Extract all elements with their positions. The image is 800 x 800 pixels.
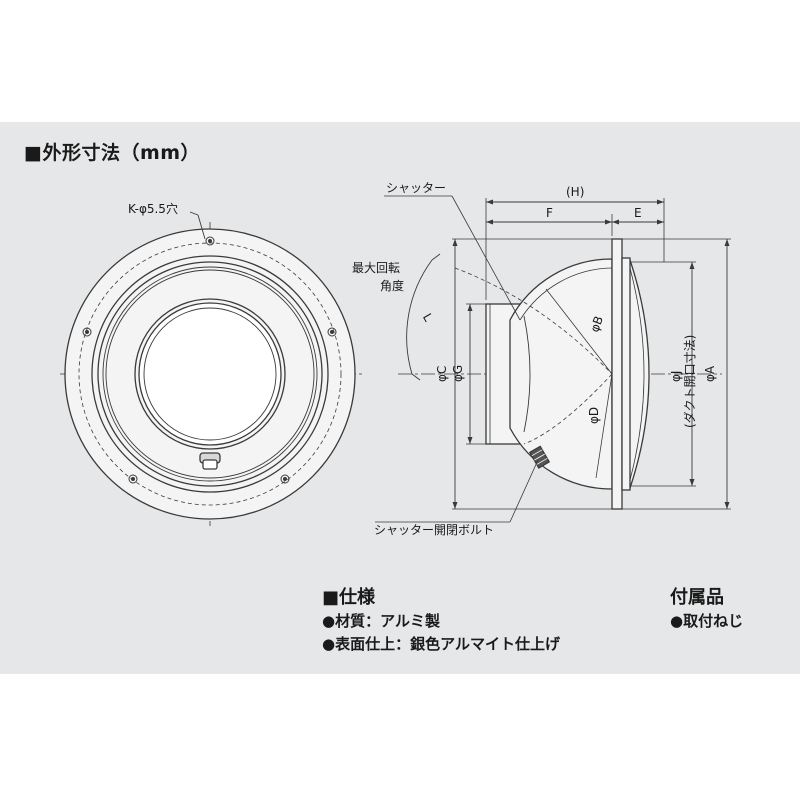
dim-l-label: L [420,311,436,324]
dim-c-label: φC [435,366,449,382]
accessories-title: 付属品 [670,587,724,608]
screw-holes [82,236,337,484]
max-angle-label: 最大回転 [352,261,400,275]
dimension-arrows [452,199,730,509]
dim-e-label: E [634,206,642,220]
dim-f-label: F [546,206,553,220]
dim-duct-label: (ダクト開口寸法) [682,335,697,428]
shutter-bolt [528,445,551,469]
bolt-label: シャッター開閉ボルト [374,523,494,537]
page-title: ■外形寸法（mm） [24,142,201,164]
accessory-item: ●取付ねじ [670,612,744,630]
side-view [375,195,731,523]
hole-label: K-φ5.5穴 [128,201,178,216]
dim-d-label: φD [587,407,601,424]
spec-item: ●材質：アルミ製 [322,612,440,630]
dim-j-label: φJ [669,371,683,382]
shutter-label: シャッター [386,181,446,195]
dim-b-label: φB [587,314,606,334]
dim-g-label: φG [451,365,465,382]
max-angle-label-2: 角度 [380,278,404,293]
front-view [60,211,362,526]
dim-h-label: (H) [566,185,584,199]
spec-item: ●表面仕上：銀色アルマイト仕上げ [322,635,560,653]
duct-opening [138,302,282,446]
bolt-knob [199,452,221,470]
spec-title: ■仕様 [322,587,376,608]
dim-a-label: φA [703,365,717,382]
